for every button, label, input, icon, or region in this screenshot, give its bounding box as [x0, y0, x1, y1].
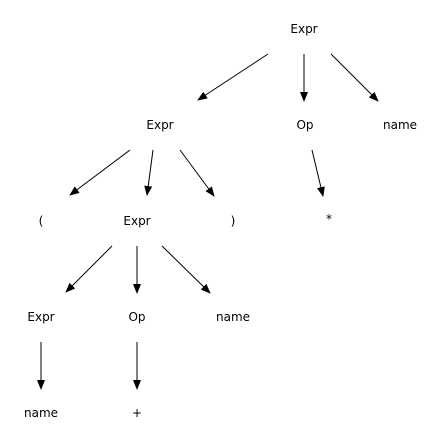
edge-expr-to-open-paren — [69, 149, 131, 196]
node-expr-left: Expr — [27, 310, 55, 324]
node-close-paren: ) — [230, 214, 236, 228]
node-leaf-name: name — [23, 406, 59, 420]
node-root-expr: Expr — [290, 22, 318, 36]
node-open-paren: ( — [38, 214, 44, 228]
edge-expr-to-name — [330, 53, 379, 102]
node-expr: Expr — [146, 118, 174, 132]
node-name-inner: name — [215, 310, 251, 324]
edge-op-to-star — [311, 149, 325, 197]
node-star: * — [326, 212, 332, 226]
node-name: name — [382, 118, 418, 132]
edge-inner-expr-to-name — [161, 245, 211, 294]
edge-inner-expr-to-expr — [65, 245, 113, 293]
node-op-inner: Op — [128, 310, 146, 324]
node-op: Op — [296, 118, 314, 132]
edge-expr-to-expr — [197, 53, 269, 101]
node-inner-expr: Expr — [123, 214, 151, 228]
edge-expr-to-inner-expr — [144, 149, 154, 196]
node-plus: + — [131, 406, 143, 420]
edge-expr-to-close-paren — [179, 149, 215, 197]
